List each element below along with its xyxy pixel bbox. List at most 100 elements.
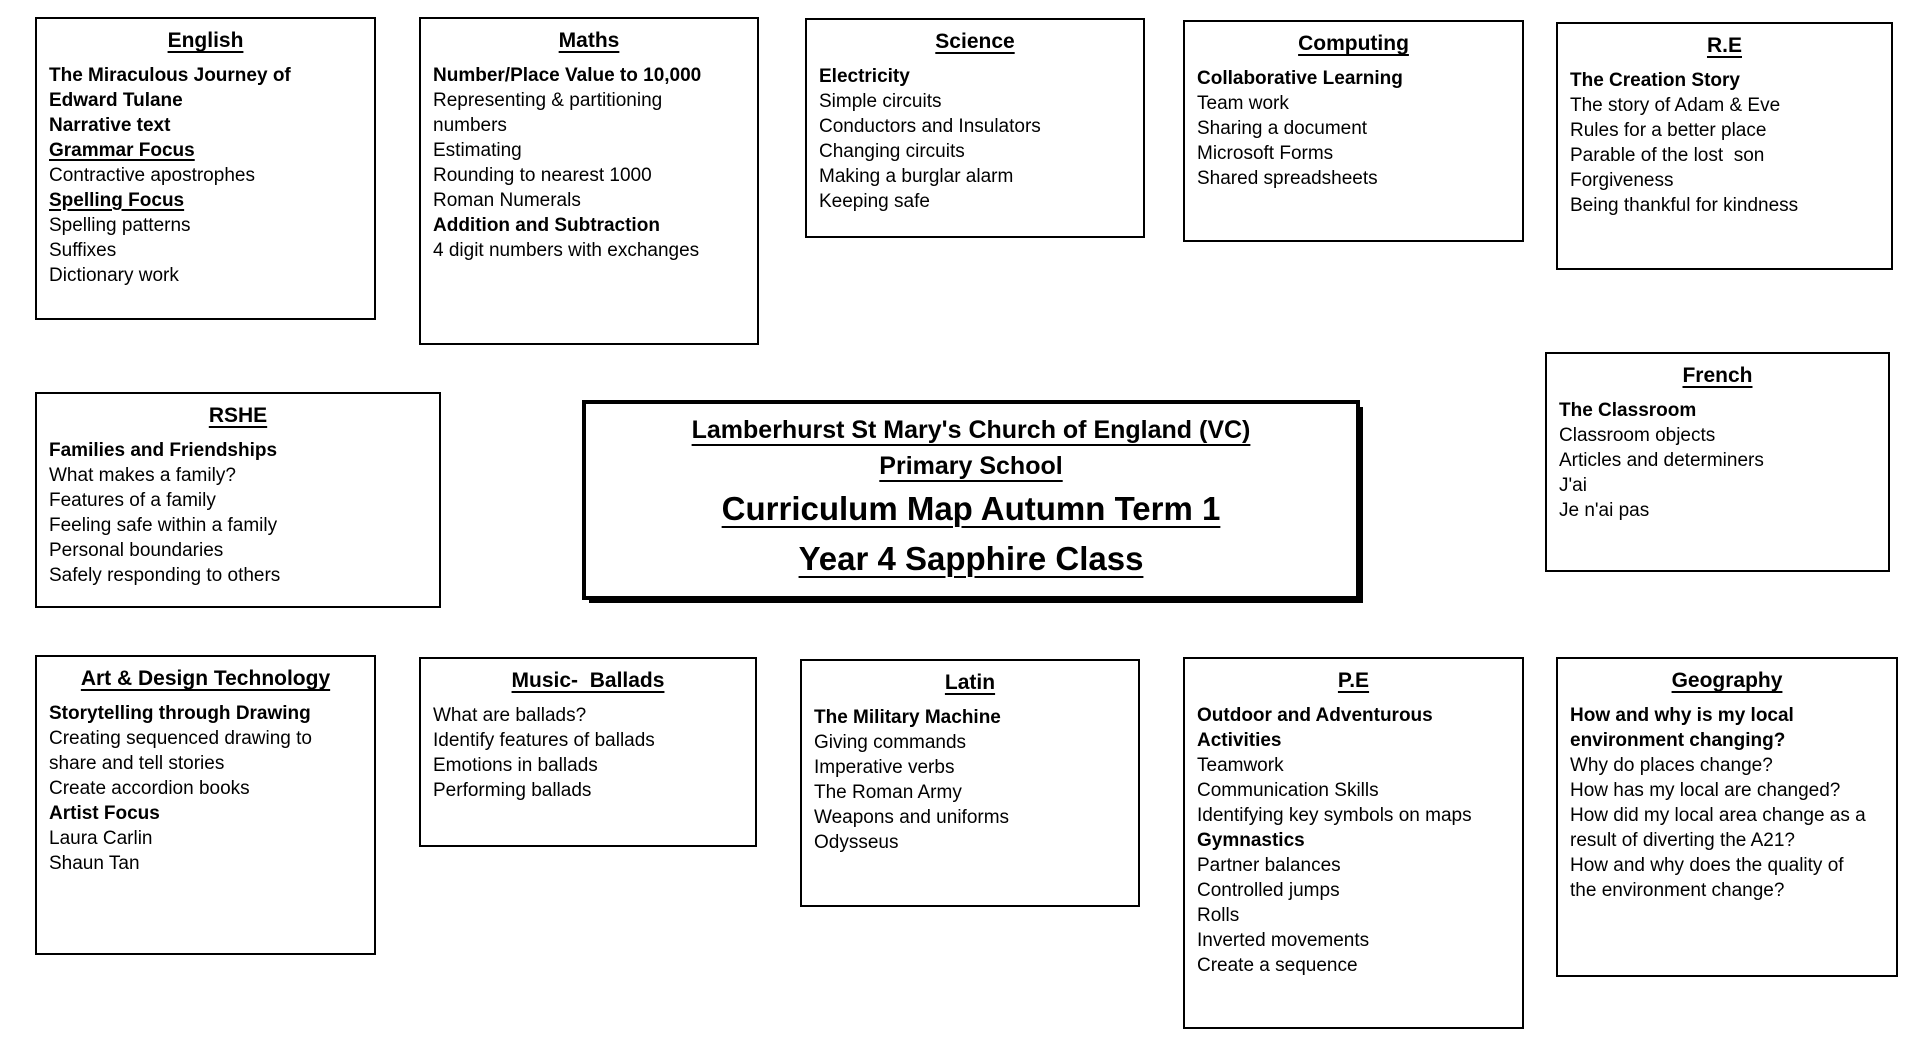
- curriculum-item: Partner balances: [1197, 855, 1341, 876]
- subject-items-music: What are ballads? Identify features of ba…: [433, 703, 743, 803]
- subject-title-pe: P.E: [1197, 669, 1510, 693]
- curriculum-item: Simple circuits: [819, 91, 942, 112]
- class-name: Year 4 Sapphire Class: [798, 540, 1144, 577]
- subject-title-text: Science: [935, 30, 1015, 53]
- curriculum-item: Rules for a better place: [1570, 120, 1767, 141]
- subject-box-music: Music- Ballads What are ballads? Identify…: [419, 657, 757, 847]
- curriculum-item: Gymnastics: [1197, 830, 1305, 851]
- curriculum-item: The Roman Army: [814, 782, 962, 803]
- curriculum-item: Microsoft Forms: [1197, 143, 1334, 164]
- curriculum-item: Storytelling through Drawing: [49, 703, 311, 724]
- curriculum-item: Collaborative Learning: [1197, 68, 1403, 89]
- school-name-line-2: Primary School: [879, 452, 1063, 480]
- curriculum-item: Sharing a document: [1197, 118, 1368, 139]
- curriculum-title-box: Lamberhurst St Mary's Church of England …: [582, 400, 1360, 600]
- curriculum-item: How did my local area change as a result…: [1570, 805, 1871, 851]
- subject-title-rshe: RSHE: [49, 404, 427, 428]
- curriculum-item: Odysseus: [814, 832, 899, 853]
- curriculum-item: Why do places change?: [1570, 755, 1773, 776]
- subject-title-french: French: [1559, 364, 1876, 388]
- subject-items-geography: How and why is my local environment chan…: [1570, 703, 1884, 903]
- curriculum-item: What are ballads?: [433, 705, 587, 726]
- subject-title-latin: Latin: [814, 671, 1126, 695]
- subject-title-text: Art & Design Technology: [80, 667, 331, 690]
- curriculum-item: Rolls: [1197, 905, 1240, 926]
- curriculum-item: Keeping safe: [819, 191, 930, 212]
- subject-title-text: RSHE: [208, 404, 268, 427]
- curriculum-item: Number/Place Value to 10,000: [433, 65, 702, 86]
- curriculum-item: Estimating: [433, 140, 522, 161]
- curriculum-item: Parable of the lost son: [1570, 145, 1765, 166]
- curriculum-item: How has my local are changed?: [1570, 780, 1841, 801]
- curriculum-item: How and why is my local environment chan…: [1570, 705, 1800, 751]
- curriculum-item: Addition and Subtraction: [433, 215, 660, 236]
- subject-title-text: Latin: [944, 671, 996, 694]
- curriculum-item: Team work: [1197, 93, 1289, 114]
- curriculum-item: Families and Friendships: [49, 440, 278, 461]
- subject-title-text: Music- Ballads: [511, 669, 665, 692]
- curriculum-item: Imperative verbs: [814, 757, 955, 778]
- curriculum-item: Suffixes: [49, 240, 117, 261]
- curriculum-item: Changing circuits: [819, 141, 965, 162]
- curriculum-item: Rounding to nearest 1000: [433, 165, 652, 186]
- curriculum-item: Identify features of ballads: [433, 730, 655, 751]
- curriculum-item: Electricity: [819, 66, 910, 87]
- subject-title-text: English: [167, 29, 244, 52]
- curriculum-item: Artist Focus: [49, 803, 160, 824]
- curriculum-item: How and why does the quality of the envi…: [1570, 855, 1849, 901]
- curriculum-item: Create a sequence: [1197, 955, 1358, 976]
- curriculum-item: Je n'ai pas: [1559, 500, 1650, 521]
- curriculum-item: The Creation Story: [1570, 70, 1740, 91]
- subject-title-art-design-technology: Art & Design Technology: [49, 667, 362, 691]
- curriculum-item: The story of Adam & Eve: [1570, 95, 1781, 116]
- subject-box-english: English The Miraculous Journey of Edward…: [35, 17, 376, 320]
- curriculum-item: Representing & partitioning numbers: [433, 90, 668, 136]
- curriculum-item: Roman Numerals: [433, 190, 581, 211]
- curriculum-item: What makes a family?: [49, 465, 236, 486]
- subject-title-text: Maths: [558, 29, 620, 52]
- curriculum-item: Performing ballads: [433, 780, 592, 801]
- curriculum-item: Classroom objects: [1559, 425, 1716, 446]
- subject-box-art-design-technology: Art & Design Technology Storytelling thr…: [35, 655, 376, 955]
- subject-title-computing: Computing: [1197, 32, 1510, 56]
- subject-title-text: Computing: [1298, 32, 1409, 55]
- curriculum-item: Identifying key symbols on maps: [1197, 805, 1472, 826]
- curriculum-item: Safely responding to others: [49, 565, 281, 586]
- curriculum-item: Feeling safe within a family: [49, 515, 278, 536]
- subject-title-text: French: [1682, 364, 1753, 387]
- curriculum-item: Shared spreadsheets: [1197, 168, 1378, 189]
- curriculum-item: Spelling Focus: [49, 190, 185, 211]
- subject-title-geography: Geography: [1570, 669, 1884, 693]
- curriculum-item: Personal boundaries: [49, 540, 224, 561]
- curriculum-map-title: Curriculum Map Autumn Term 1: [721, 490, 1221, 527]
- subject-title-text: Geography: [1671, 669, 1783, 692]
- curriculum-item: Creating sequenced drawing to share and …: [49, 728, 318, 774]
- subject-title-re: R.E: [1570, 34, 1879, 58]
- curriculum-item: Dictionary work: [49, 265, 179, 286]
- curriculum-item: Articles and determiners: [1559, 450, 1764, 471]
- subject-title-music: Music- Ballads: [433, 669, 743, 693]
- curriculum-item: Inverted movements: [1197, 930, 1370, 951]
- subject-title-text: P.E: [1337, 669, 1370, 692]
- curriculum-item: Teamwork: [1197, 755, 1284, 776]
- curriculum-item: Weapons and uniforms: [814, 807, 1010, 828]
- curriculum-item: The Military Machine: [814, 707, 1001, 728]
- curriculum-item: Grammar Focus: [49, 140, 195, 161]
